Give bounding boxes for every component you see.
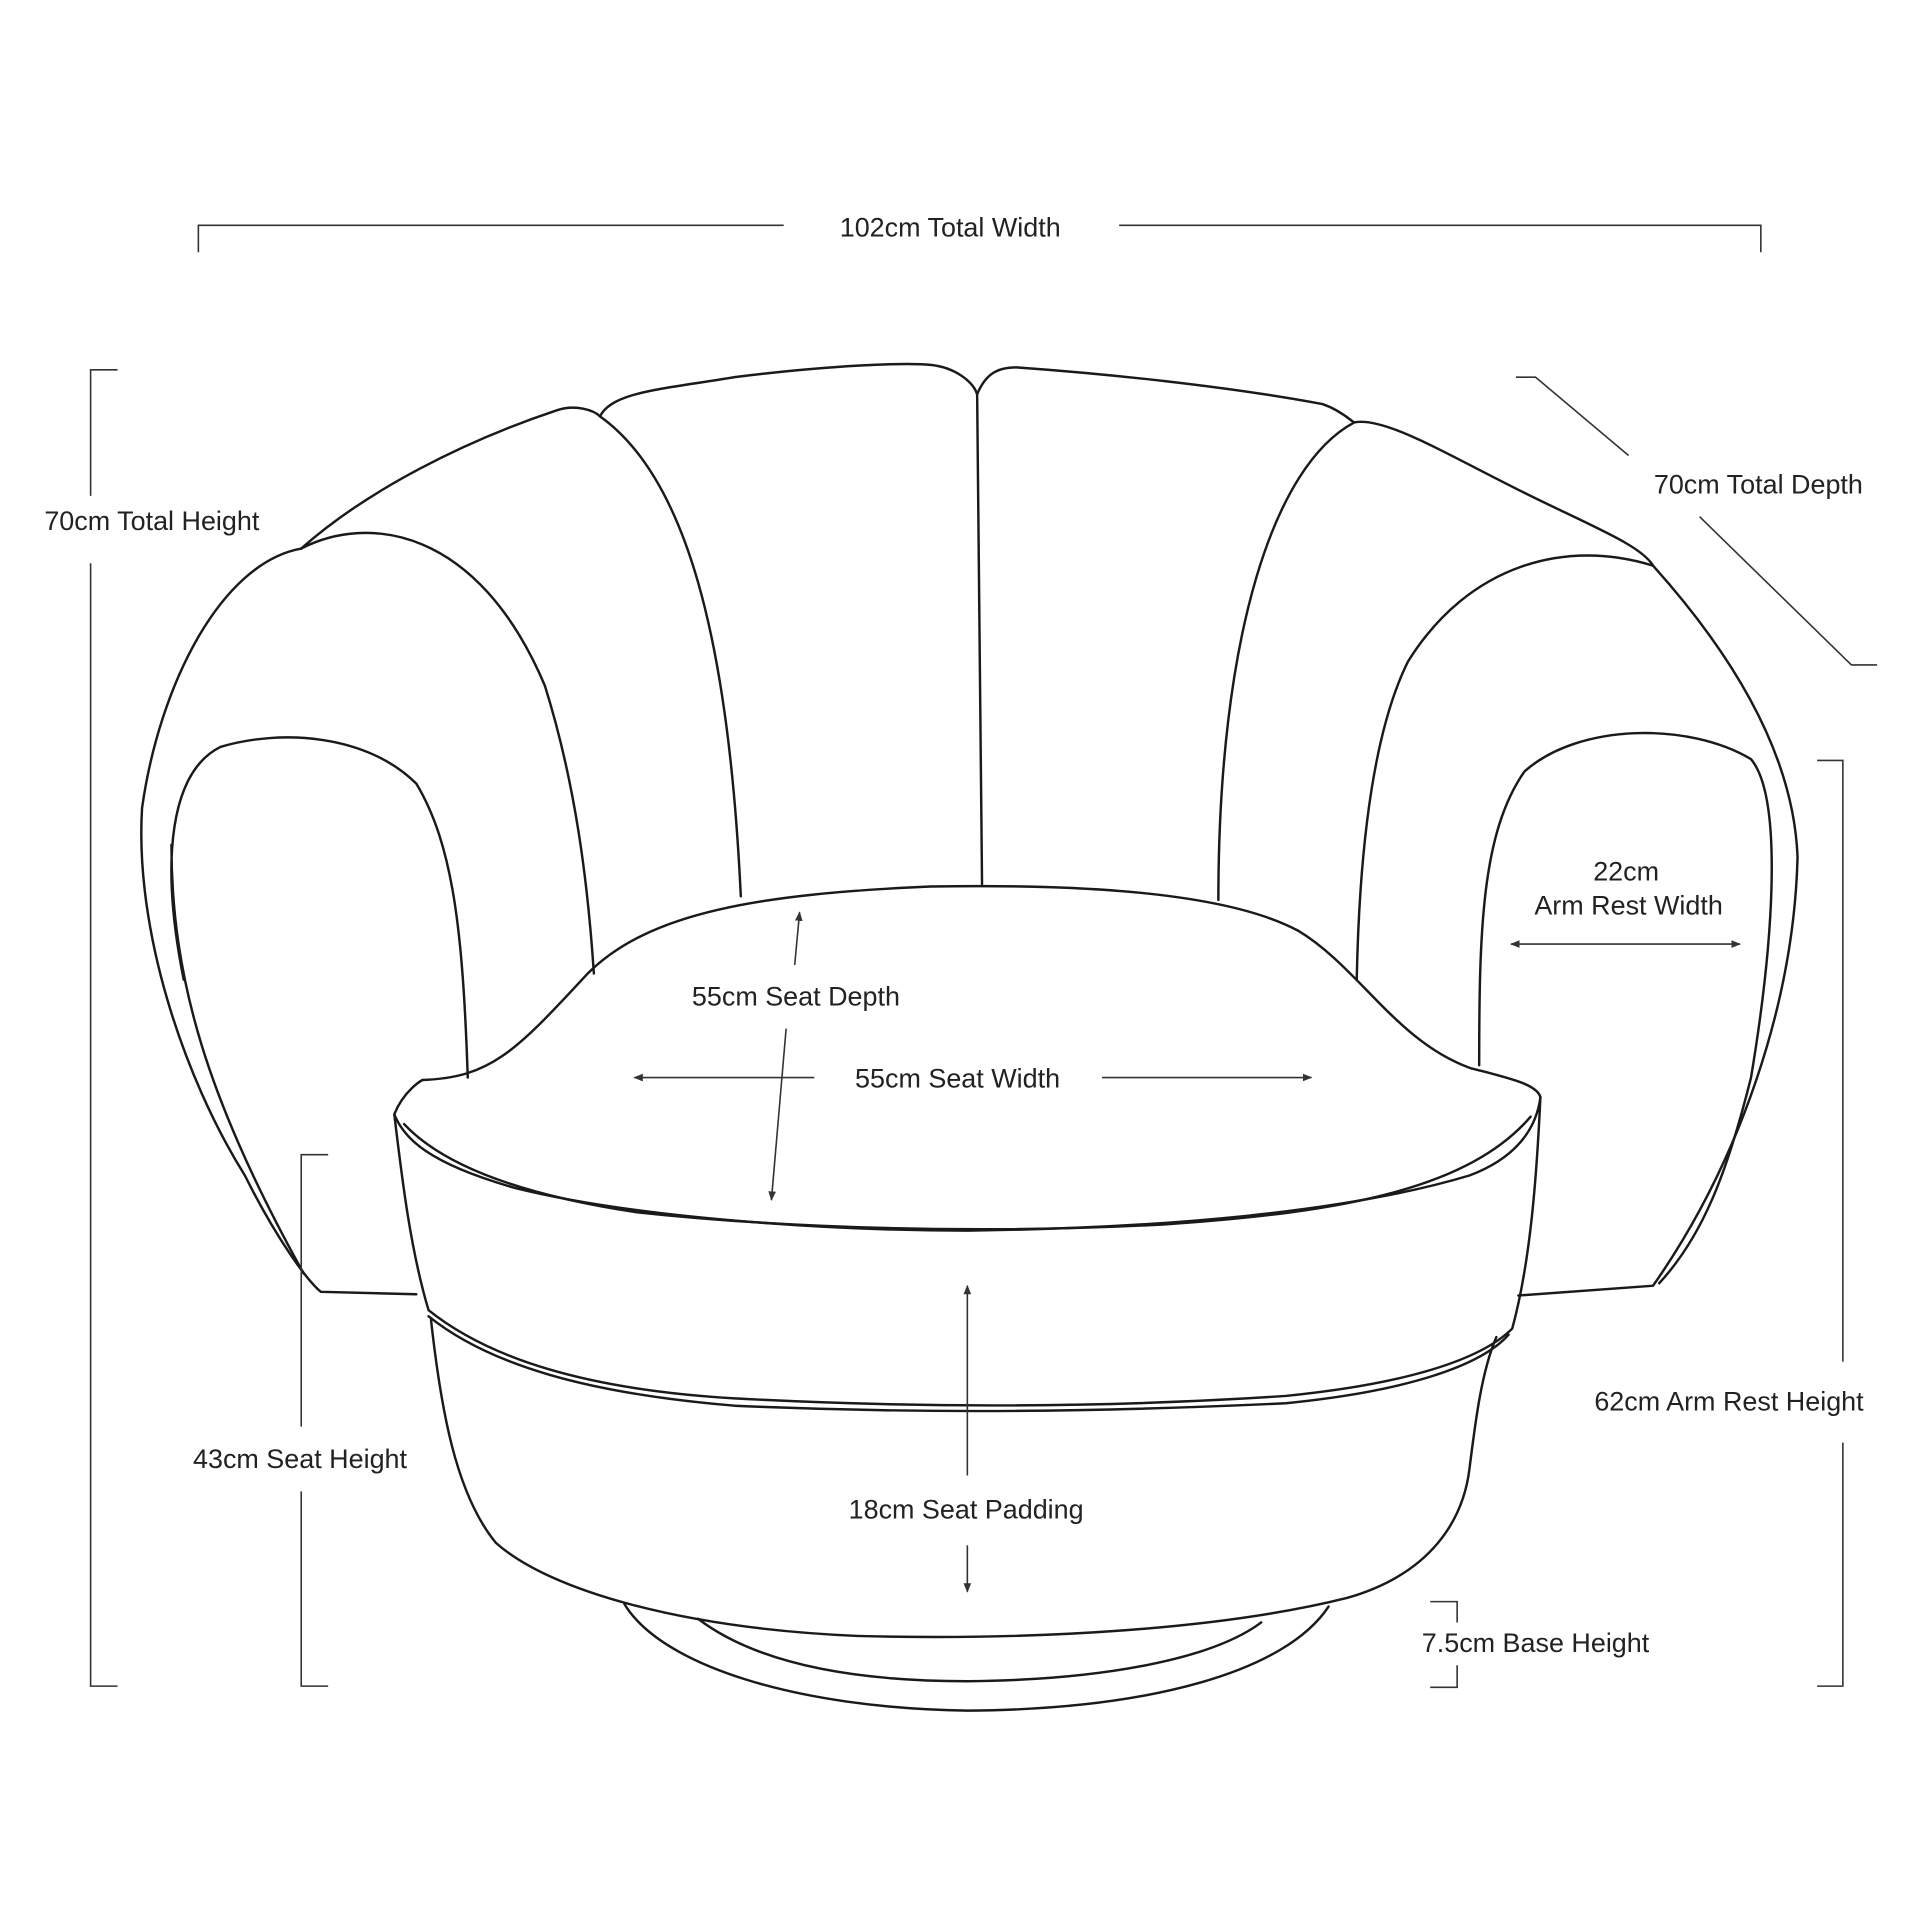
base-height-label: 7.5cm Base Height xyxy=(1422,1628,1650,1658)
base-height-bracket xyxy=(1430,1600,1458,1689)
seat-front-band xyxy=(393,1095,1542,1407)
seat-cushion-front xyxy=(393,1078,1542,1232)
seat-depth-arrow-top xyxy=(793,911,803,965)
seat-height-bracket xyxy=(300,1153,329,1687)
seat-depth-arrow-bottom xyxy=(768,1028,787,1201)
total-width-label: 102cm Total Width xyxy=(840,212,1061,242)
seat-cushion-back xyxy=(421,884,1542,1099)
right-arm-piping xyxy=(1477,731,1773,1285)
right-arm-outer xyxy=(1517,564,1799,1297)
back-center-right-panel xyxy=(975,366,1356,424)
back-right-channel xyxy=(1217,420,1655,902)
right-arm-inner xyxy=(1355,554,1655,981)
total-width-bracket xyxy=(197,224,1762,253)
back-center-left-panel xyxy=(598,362,984,886)
dimension-labels: 102cm Total Width 70cm Total Height 70cm… xyxy=(44,212,1864,1658)
left-arm-inner xyxy=(300,531,596,975)
left-arm-piping xyxy=(170,736,469,1275)
seat-band-piping xyxy=(427,1315,1510,1413)
seat-depth-label: 55cm Seat Depth xyxy=(692,981,900,1011)
arm-rest-height-label: 62cm Arm Rest Height xyxy=(1594,1387,1864,1417)
arm-rest-height-bracket xyxy=(1817,759,1844,1687)
total-height-label: 70cm Total Height xyxy=(44,506,260,536)
arm-rest-width-label: Arm Rest Width xyxy=(1534,891,1722,921)
chair-drawing xyxy=(140,362,1799,1712)
total-depth-line xyxy=(1515,376,1878,666)
seat-height-label: 43cm Seat Height xyxy=(193,1444,408,1474)
left-arm-outer xyxy=(140,547,418,1296)
total-depth-label: 70cm Total Depth xyxy=(1654,469,1863,499)
swivel-base xyxy=(623,1602,1330,1712)
back-left-channel xyxy=(300,406,743,898)
seat-cushion-piping xyxy=(402,1115,1532,1231)
arm-rest-width-value: 22cm xyxy=(1593,856,1659,886)
total-height-bracket xyxy=(89,369,118,1687)
dimension-lines xyxy=(89,224,1878,1689)
seat-width-label: 55cm Seat Width xyxy=(855,1063,1060,1093)
seat-base xyxy=(429,1318,1498,1639)
seat-padding-label: 18cm Seat Padding xyxy=(849,1494,1084,1524)
